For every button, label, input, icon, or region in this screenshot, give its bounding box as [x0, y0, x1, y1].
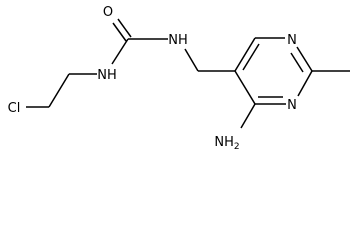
chemical-structure-diagram: O NH NH Cl N N NH2 [8, 5, 350, 152]
c4-to-amino-bond [240, 103, 256, 129]
ring-c4-c5-bond [234, 70, 256, 105]
bonds [26, 18, 350, 129]
ring-c5-c6-inner-bond [242, 43, 260, 71]
oxygen-label: O [103, 5, 113, 20]
carbonyl-double-bond-a [117, 18, 132, 38]
right-nh-label: NH [168, 33, 188, 48]
ring-c5-c6-bond [234, 37, 256, 72]
chlorine-label: Cl [8, 101, 21, 116]
amino-label: NH2 [214, 135, 239, 152]
carbonyl-to-left-nh-bond [111, 38, 129, 65]
amino-subscript-text: 2 [234, 142, 240, 152]
ring-n1-c2-bond [296, 46, 313, 72]
ring-n1-label: N [287, 33, 297, 48]
ch2-ch2-bond [48, 73, 70, 108]
atom-labels: O NH NH Cl N N NH2 [8, 5, 297, 152]
carbonyl-double-bond-b [112, 22, 127, 42]
right-nh-to-ch2-bond [184, 48, 199, 72]
left-nh-label: NH [97, 68, 117, 83]
amino-nh-text: NH [214, 135, 234, 150]
ring-c2-n3-bond [297, 70, 313, 97]
ring-n1-c2-inner-bond [290, 52, 304, 73]
ring-n3-label: N [287, 98, 297, 113]
